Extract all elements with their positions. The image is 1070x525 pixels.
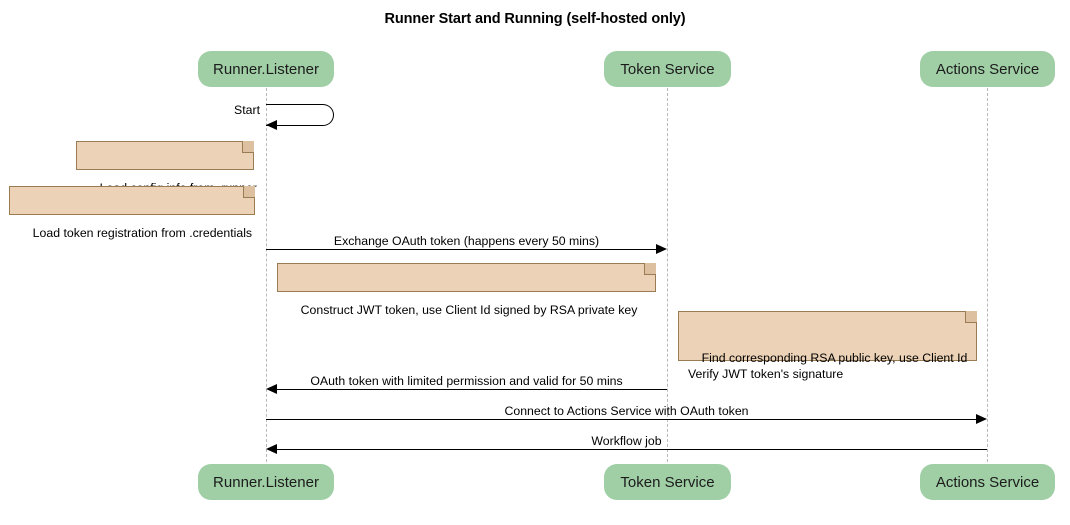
participant-token-bottom[interactable]: Token Service [604,464,731,500]
note-fold-icon [242,141,254,153]
lifeline-runner [266,88,267,462]
message-connect-actions-line [266,419,976,420]
participant-label: Actions Service [935,473,1040,491]
message-start-arrowhead [266,120,277,130]
participant-label: Token Service [620,60,715,78]
note-fold-icon [965,311,977,323]
participant-runner-top[interactable]: Runner.Listener [198,51,334,87]
message-exchange-oauth-label: Exchange OAuth token (happens every 50 m… [333,234,600,248]
note-text: Load token registration from .credential… [32,226,253,240]
note-text: Find corresponding RSA public key, use C… [688,351,968,381]
participant-label: Runner.Listener [213,60,319,78]
lifeline-token [667,88,668,462]
participant-label: Token Service [620,473,715,491]
note-fold-icon [644,263,656,275]
page-title: Runner Start and Running (self-hosted on… [384,11,686,27]
note-construct-jwt: Construct JWT token, use Client Id signe… [277,263,656,317]
participant-token-top[interactable]: Token Service [604,51,731,87]
participant-actions-top[interactable]: Actions Service [920,51,1055,87]
message-connect-actions-label: Connect to Actions Service with OAuth to… [504,404,749,418]
participant-label: Actions Service [935,60,1040,78]
participant-label: Runner.Listener [213,473,319,491]
message-workflow-job-arrowhead [266,444,277,454]
note-fold-icon [243,186,255,198]
participant-runner-bottom[interactable]: Runner.Listener [198,464,334,500]
message-oauth-token-reply-label: OAuth token with limited permission and … [310,374,623,388]
message-start-label: Start [234,103,260,117]
note-load-config: Load config info from .runner [76,141,257,195]
lifeline-actions [987,88,988,462]
message-exchange-oauth-arrowhead [656,244,667,254]
participant-actions-bottom[interactable]: Actions Service [920,464,1055,500]
note-load-token-registration: Load token registration from .credential… [9,186,255,240]
message-exchange-oauth-line [266,249,656,250]
message-start-selfloop [266,104,334,126]
note-verify-jwt: Find corresponding RSA public key, use C… [678,311,977,381]
message-connect-actions-arrowhead [976,414,987,424]
message-oauth-token-reply-arrowhead [266,384,277,394]
note-text: Construct JWT token, use Client Id signe… [300,303,638,317]
message-workflow-job-label: Workflow job [591,434,662,448]
message-workflow-job-line [277,449,987,450]
message-oauth-token-reply-line [277,389,667,390]
